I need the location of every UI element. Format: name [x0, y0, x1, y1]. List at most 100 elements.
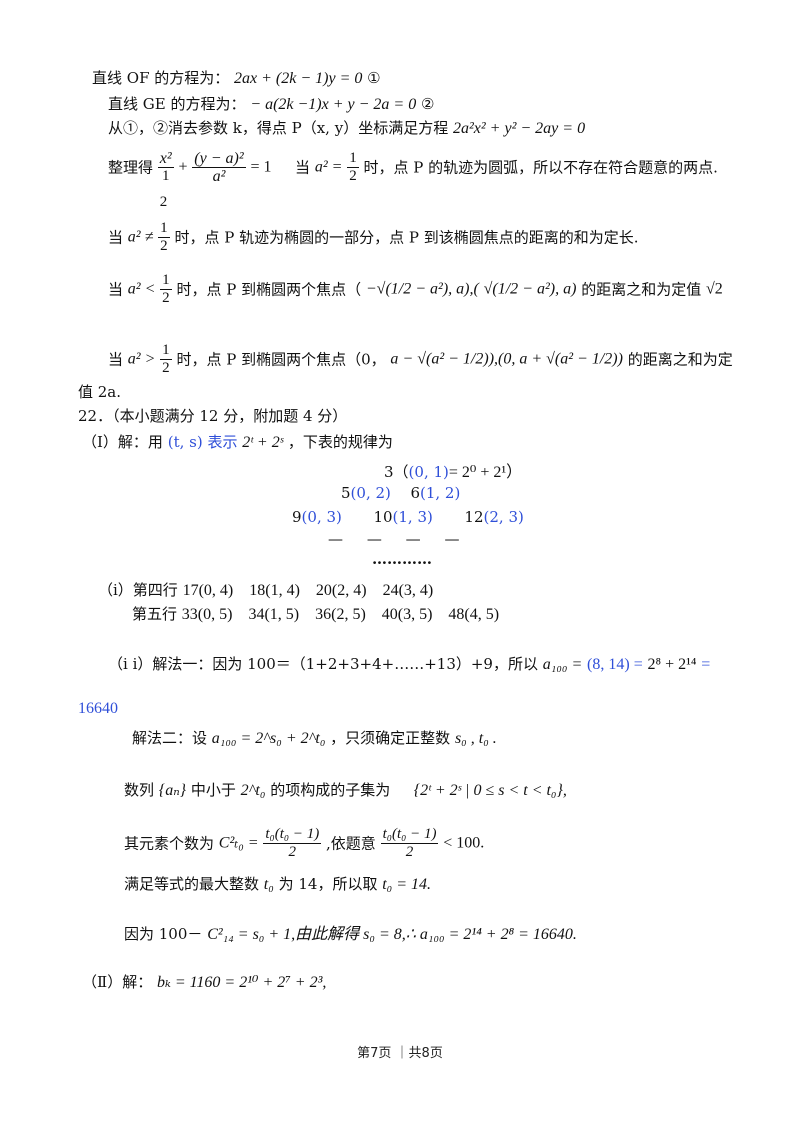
fifth-row-line: 第五行 33(0, 5) 34(1, 5) 36(2, 5) 40(3, 5) …: [132, 604, 499, 625]
denominator: a²: [212, 168, 226, 185]
denominator: 2: [162, 360, 170, 376]
text: 因为 100－: [124, 925, 203, 943]
fraction-count: t₀(t₀ − 1) 2: [263, 826, 322, 861]
fraction-x: x² 1 2: [157, 150, 174, 210]
pair: (2, 3): [483, 508, 524, 526]
triangle-row-2: 5(0, 2) 6(1, 2): [341, 484, 460, 502]
foci: a − √(a² − 1/2)),(0, a + √(a² − 1/2)): [390, 350, 623, 368]
numerator: 1: [347, 150, 359, 168]
text: 值 2a.: [78, 383, 122, 401]
text: （Ⅱ）解：: [82, 973, 153, 991]
math: 2ax + (2k − 1)y = 0: [234, 70, 363, 87]
math: s₀ , t₀ .: [454, 730, 497, 747]
text: 数列: [124, 781, 155, 799]
denominator: 2: [288, 844, 297, 860]
math: t₀ = 14.: [382, 876, 432, 893]
text: 当: [108, 350, 124, 369]
text: 的距离之和为定值: [581, 280, 702, 299]
pair: (8, 14) =: [587, 656, 643, 673]
math: t₀: [263, 876, 274, 893]
pair: (0, 3): [301, 508, 342, 526]
numerator: 1: [160, 342, 172, 360]
denominator: 2: [162, 290, 170, 306]
label: 直线 OF 的方程为：: [92, 69, 230, 87]
equals: = 1: [250, 158, 272, 176]
text: 为 14，所以取: [278, 875, 378, 893]
fraction-half: 1 2: [347, 150, 359, 185]
line-of-equation: 直线 OF 的方程为： 2ax + (2k − 1)y = 0 ①: [92, 68, 381, 89]
text: （Ⅰ）解：用: [82, 433, 163, 451]
numerator: (y − a)²: [192, 150, 246, 168]
solve-s0-line: 因为 100－ C²₁₄ = s₀ + 1,由此解得 s₀ = 8,∴ a₁₀₀…: [124, 924, 577, 945]
text: 时，点 P 轨迹为椭圆的一部分，点 P 到该椭圆焦点的距离的和为定长.: [174, 228, 639, 247]
math: 2a²x² + y² − 2ay = 0: [452, 120, 586, 137]
part-ii-solution-1: （i i）解法一：因为 100＝（1+2+3+4+……+13）+9，所以 a₁₀…: [108, 654, 710, 675]
equals: =: [701, 656, 711, 673]
math: − a(2k −1)x + y − 2a = 0: [250, 96, 417, 113]
text: …………: [372, 550, 432, 568]
focus-2: √(1/2 − a²), a): [483, 280, 577, 298]
value: 5: [341, 484, 351, 502]
triangle-row-3: 9(0, 3) 10(1, 3) 12(2, 3): [292, 508, 524, 526]
values: 17(0, 4) 18(1, 4) 20(2, 4) 24(3, 4): [182, 582, 434, 599]
constant-value-line: 值 2a.: [78, 382, 121, 402]
numerator: 1: [158, 220, 170, 238]
text: 满足等式的最大整数: [124, 875, 260, 893]
fourth-row-line: （i）第四行 17(0, 4) 18(1, 4) 20(2, 4) 24(3, …: [98, 580, 433, 601]
math: C²ₜ₀ =: [218, 834, 259, 852]
fraction-half: 1 2: [160, 272, 172, 307]
triangle-row-1: 3（(0, 1)= 2⁰ + 2¹）: [384, 458, 522, 482]
value: 6: [410, 484, 420, 502]
fraction-half: 1 2: [160, 342, 172, 377]
text: 的项构成的子集为: [270, 781, 391, 799]
text: — — — —: [328, 530, 460, 548]
text: 当: [108, 280, 124, 299]
text: 时，点 P 的轨迹为圆弧，所以不存在符合题意的两点.: [363, 158, 718, 177]
solution-1-result: 16640: [78, 698, 118, 719]
pair: (1, 2): [419, 484, 461, 502]
case-greater-half-line: 当 a² > 1 2 时，点 P 到椭圆两个焦点（0， a − √(a² − 1…: [108, 342, 733, 377]
line-ge-equation: 直线 GE 的方程为： − a(2k −1)x + y − 2a = 0 ②: [108, 94, 434, 115]
values: 33(0, 5) 34(1, 5) 36(2, 5) 40(3, 5) 48(4…: [181, 606, 500, 623]
condition: a² =: [314, 158, 343, 176]
condition: a² <: [127, 280, 156, 298]
page-footer: 第7页 ｜共8页: [357, 1046, 443, 1061]
text: 时，点 P 到椭圆两个焦点（: [176, 280, 362, 299]
math: C²₁₄ = s₀ + 1,由此解得 s₀ = 8,∴ a₁₀₀ = 2¹⁴ +…: [207, 926, 577, 943]
tag: ②: [421, 95, 435, 113]
math: {2ᵗ + 2ˢ | 0 ≤ s < t < t₀},: [413, 782, 567, 799]
solution-2-line: 解法二：设 a₁₀₀ = 2^s₀ + 2^t₀ ，只须确定正整数 s₀ , t…: [132, 728, 497, 749]
result: 16640: [78, 700, 118, 717]
triangle-dashes: — — — —: [328, 530, 460, 548]
case-less-half-line: 当 a² < 1 2 时，点 P 到椭圆两个焦点（ −√(1/2 − a²), …: [108, 272, 723, 307]
fraction-condition: t₀(t₀ − 1) 2: [380, 826, 439, 861]
pair: (1, 3): [392, 508, 433, 526]
text: 时，点 P 到椭圆两个焦点（0，: [176, 350, 386, 369]
math: a₁₀₀ = 2^s₀ + 2^t₀: [211, 730, 326, 747]
pair: (0, 2): [350, 484, 391, 502]
math: < 100.: [443, 834, 485, 852]
pair: (0, 1): [408, 463, 449, 481]
denominator: 1: [162, 168, 170, 184]
sub-denominator: 2: [159, 194, 168, 210]
math: a₁₀₀ =: [542, 656, 583, 673]
text: 的距离之和为定: [627, 350, 733, 369]
fraction-half: 1 2: [158, 220, 170, 255]
text: 整理得: [108, 158, 154, 177]
plus: +: [178, 158, 188, 176]
ellipse-case-line: 当 a² ≠ 1 2 时，点 P 轨迹为椭圆的一部分，点 P 到该椭圆焦点的距离…: [108, 220, 638, 255]
math: {aₙ}: [158, 782, 187, 799]
math: 2^t₀: [240, 782, 266, 799]
text: ，下表的规律为: [287, 433, 393, 451]
value: √2: [705, 280, 723, 298]
text: 当: [295, 158, 311, 177]
numerator: 1: [160, 272, 172, 290]
value: 10: [373, 508, 393, 526]
condition: a² >: [127, 350, 156, 368]
numerator: t₀(t₀ − 1): [263, 826, 322, 844]
question-22-heading: 22．（本小题满分 12 分，附加题 4 分）: [78, 406, 347, 426]
math: 2ᵗ + 2ˢ: [242, 434, 284, 451]
text: （i i）解法一：因为 100＝（1+2+3+4+……+13）+9，所以: [108, 655, 538, 673]
text: 22．（本小题满分 12 分，附加题 4 分）: [78, 407, 348, 425]
value: 12: [464, 508, 484, 526]
